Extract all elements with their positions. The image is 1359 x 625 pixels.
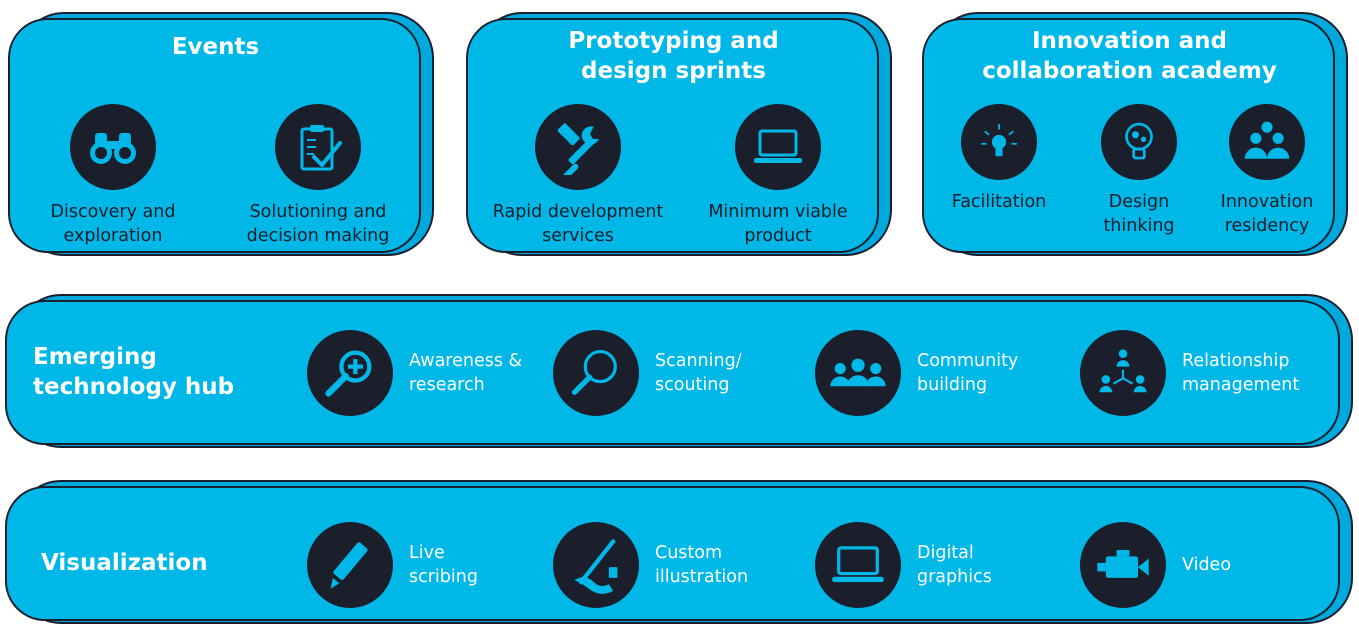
item-label: Rapid development services <box>492 202 664 246</box>
prototyping-panel: Prototyping and design sprints Rapid dev… <box>466 8 892 256</box>
academy-item-design-thinking: Design thinking <box>1084 104 1194 238</box>
item-label: Community building <box>917 351 1019 395</box>
emerging-item-awareness: Awareness & research <box>307 330 522 416</box>
academy-item-residency: Innovation residency <box>1202 104 1332 238</box>
item-label: Discovery and exploration <box>50 202 176 246</box>
prototyping-item-rapid: Rapid development services <box>478 104 678 248</box>
lightbulb-icon <box>961 104 1037 180</box>
row-title: Emerging technology hub <box>33 344 235 400</box>
visualization-item-video: Video <box>1080 522 1231 608</box>
network-icon <box>1080 330 1166 416</box>
item-label: Innovation residency <box>1220 192 1314 236</box>
item-label: Live scribing <box>409 543 478 587</box>
item-label: Custom illustration <box>655 543 749 587</box>
laptop-icon <box>735 104 821 190</box>
item-label: Minimum viable product <box>708 202 848 246</box>
prototyping-item-mvp: Minimum viable product <box>688 104 868 248</box>
row-title: Visualization <box>41 550 208 576</box>
item-label: Solutioning and decision making <box>246 202 390 246</box>
magnifier-icon <box>553 330 639 416</box>
events-item-discovery: Discovery and exploration <box>28 104 198 248</box>
panel-title: Innovation and collaboration academy <box>982 28 1277 84</box>
events-item-solutioning: Solutioning and decision making <box>223 104 413 248</box>
emerging-panel: Emerging technology hub Awareness & rese… <box>5 290 1353 448</box>
hammer-wrench-icon <box>535 104 621 190</box>
panel-title: Events <box>171 34 260 60</box>
visualization-item-live-scribing: Live scribing <box>307 522 478 608</box>
emerging-item-scanning: Scanning/ scouting <box>553 330 742 416</box>
emerging-item-relationship: Relationship management <box>1080 330 1299 416</box>
item-label: Scanning/ scouting <box>655 351 742 395</box>
academy-item-facilitation: Facilitation <box>934 104 1064 214</box>
emerging-item-community: Community building <box>815 330 1018 416</box>
community-icon <box>815 330 901 416</box>
item-label: Digital graphics <box>917 543 992 587</box>
item-label: Relationship management <box>1182 351 1300 395</box>
item-label: Design thinking <box>1103 192 1175 236</box>
group-icon <box>1229 104 1305 180</box>
laptop-icon <box>815 522 901 608</box>
video-camera-icon <box>1080 522 1166 608</box>
magnifier-plus-icon <box>307 330 393 416</box>
clipboard-check-icon <box>275 104 361 190</box>
visualization-item-digital-graphics: Digital graphics <box>815 522 992 608</box>
visualization-panel: Visualization Live scribing Custom illus… <box>5 476 1353 624</box>
binoculars-icon <box>70 104 156 190</box>
lightbulb-gears-icon <box>1101 104 1177 180</box>
item-label: Awareness & research <box>409 351 523 395</box>
panel-title: Prototyping and design sprints <box>568 28 779 84</box>
item-label: Facilitation <box>951 192 1047 212</box>
pencil-icon <box>307 522 393 608</box>
visualization-item-custom-illustration: Custom illustration <box>553 522 748 608</box>
item-label: Video <box>1182 555 1232 575</box>
academy-panel: Innovation and collaboration academy Fac… <box>922 8 1348 256</box>
events-panel: Events Discovery and exploration <box>8 8 434 256</box>
drawing-hand-icon <box>553 522 639 608</box>
